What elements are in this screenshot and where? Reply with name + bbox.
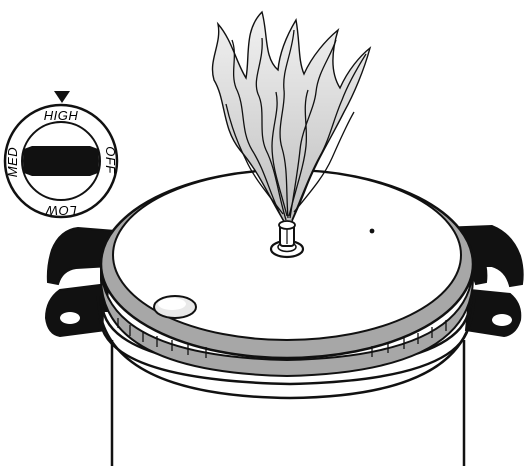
steam-plume bbox=[211, 10, 372, 227]
lid-skirt bbox=[100, 267, 474, 378]
steam-wisp-5 bbox=[291, 53, 367, 221]
right-handle-hole bbox=[492, 314, 512, 326]
pot-rim-band-outer bbox=[96, 295, 476, 400]
dial-knob-grip bbox=[23, 146, 99, 176]
steam-cloud-fill bbox=[211, 10, 372, 227]
heat-setting-dial: HIGH MED OFF LOW bbox=[3, 91, 119, 219]
left-handle-hole bbox=[60, 312, 80, 324]
regulator-cap bbox=[278, 220, 296, 230]
left-lower-handle bbox=[44, 282, 110, 338]
dial-label-high: HIGH bbox=[44, 108, 79, 123]
lid-skirt-ticks bbox=[117, 318, 447, 358]
dial-label-off: OFF bbox=[103, 146, 118, 174]
steam-wisp-1 bbox=[231, 39, 285, 223]
steam-wisp-2 bbox=[255, 37, 287, 221]
steam-wisp-8 bbox=[271, 91, 288, 217]
steam-wisp-6 bbox=[225, 103, 284, 215]
dial-label-low: LOW bbox=[44, 203, 76, 218]
down-triangle-icon bbox=[54, 91, 70, 103]
pressure-regulator bbox=[269, 220, 305, 259]
steam-wisp-7 bbox=[293, 111, 355, 213]
dial-label-med: MED bbox=[5, 147, 20, 177]
steam-wisp-9 bbox=[288, 89, 309, 217]
lid-rivet-dot bbox=[369, 228, 375, 234]
pressure-indicator-shine bbox=[158, 298, 186, 310]
steam-wisp-3 bbox=[279, 29, 295, 219]
steam-wisp-4 bbox=[289, 39, 337, 219]
